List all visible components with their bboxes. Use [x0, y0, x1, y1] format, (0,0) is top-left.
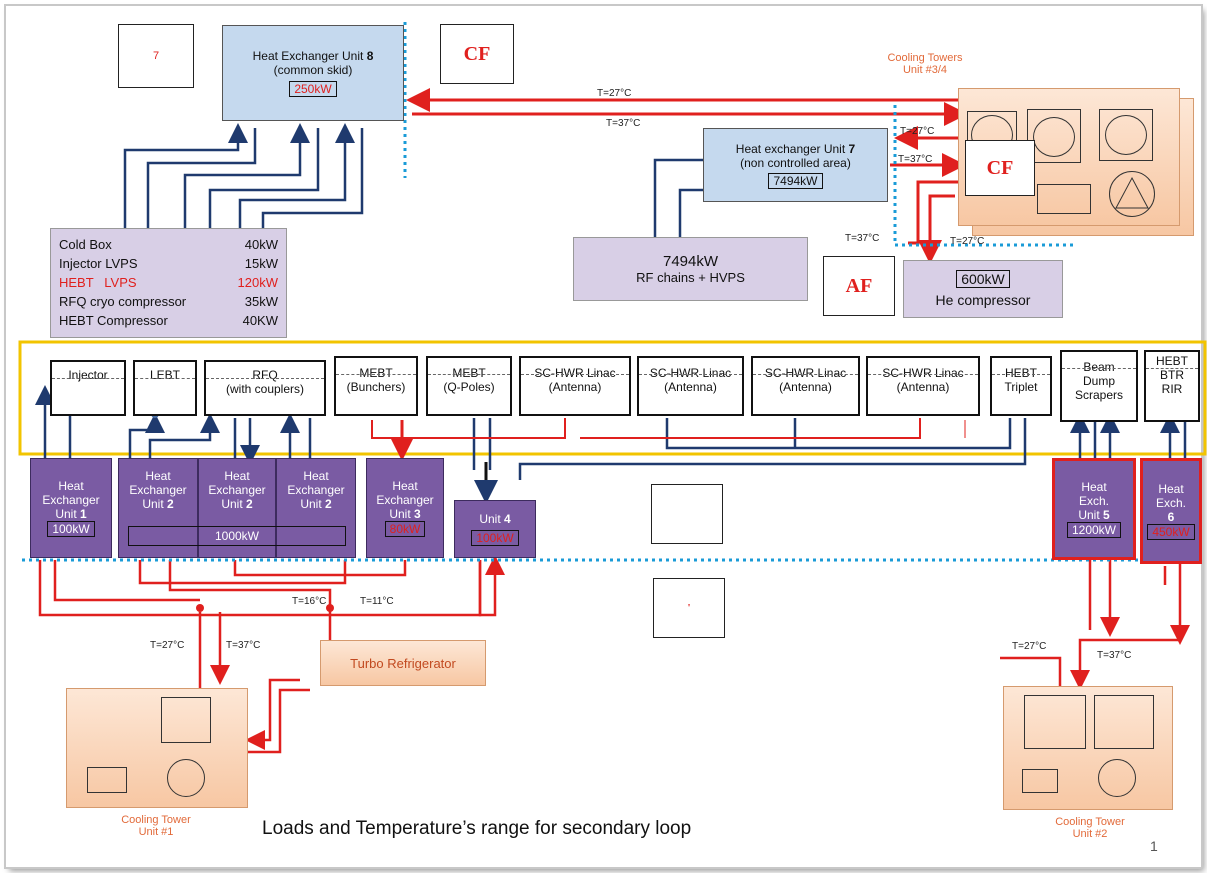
heat-exchanger-unit-7: Heat exchanger Unit 7 (non controlled ar…	[703, 128, 888, 202]
temp-label: T=11°C	[360, 596, 394, 607]
system-sc-hwr-linac: SC-HWR Linac(Antenna)	[637, 356, 744, 416]
tower2-fan-box-2	[1094, 695, 1154, 749]
temp-label: T=27°C	[597, 88, 632, 99]
rf-chains-hvps: 7494kW RF chains + HVPS	[573, 237, 808, 301]
zone-cf-top: CF	[440, 24, 514, 84]
temp-label: T=16°C	[292, 596, 327, 607]
temp-label: T=27°C	[1012, 641, 1047, 652]
tower2-pump-box	[1022, 769, 1058, 793]
zone-cf-right: CF	[965, 140, 1035, 196]
tower-pump-circle	[1109, 171, 1155, 217]
tower2-fan-box	[1024, 695, 1086, 749]
hx8-value: 250kW	[289, 81, 337, 97]
temp-label: T=37°C	[606, 118, 641, 129]
hx7-subtitle: (non controlled area)	[740, 155, 851, 170]
system-mebt-bunchers: MEBT(Bunchers)	[334, 356, 418, 416]
placeholder-box-1	[651, 484, 723, 544]
unit-2-value: 1000kW	[128, 526, 346, 546]
temp-label: T=27°C	[950, 236, 985, 247]
rf-value: 7494kW	[662, 253, 719, 270]
cooling-towers-34-unit: Unit #3/4	[902, 64, 948, 76]
temp-label: T=37°C	[898, 154, 933, 165]
hx7-number: 7	[848, 141, 856, 156]
cooling-tower-2	[1003, 686, 1173, 810]
system-sc-hwr-linac: SC-HWR Linac(Antenna)	[866, 356, 980, 416]
unit-5-value: 1200kW	[1066, 522, 1122, 538]
tower1-pump-box	[87, 767, 127, 793]
tower1-fan-box	[161, 697, 211, 743]
diagram-caption: Loads and Temperature’s range for second…	[262, 818, 692, 839]
heat-exchanger-unit-8: Heat Exchanger Unit 8 (common skid) 250k…	[222, 25, 404, 121]
he-value: 600kW	[956, 270, 1010, 288]
accelerator-band	[18, 340, 1207, 456]
turbo-refrigerator: Turbo Refrigerator	[320, 640, 486, 686]
tower-cell-circle-2	[1105, 115, 1147, 155]
tower-cell-circle	[1033, 117, 1075, 157]
system-injector: Injector	[50, 360, 126, 416]
system-mebt-qpoles: MEBT(Q-Poles)	[426, 356, 512, 416]
rf-label: RF chains + HVPS	[636, 270, 745, 285]
unit-4-value: 100kW	[471, 530, 519, 546]
he-compressor: 600kW He compressor	[903, 260, 1063, 318]
temp-label: T=37°C	[226, 640, 261, 651]
tower2-pump-circle	[1098, 759, 1136, 797]
system-lebt: LEBT	[133, 360, 197, 416]
system-sc-hwr-linac: SC-HWR Linac(Antenna)	[519, 356, 631, 416]
temp-label: T=27°C	[900, 126, 935, 137]
unit-1-value: 100kW	[47, 521, 95, 537]
tower-pump-box	[1037, 184, 1091, 214]
hx8-title: Heat Exchanger Unit	[252, 49, 364, 63]
page-number: 1	[1150, 838, 1158, 854]
hx8-number: 8	[366, 49, 374, 63]
temp-label: T=37°C	[845, 233, 880, 244]
system-sc-hwr-linac: SC-HWR Linac(Antenna)	[751, 356, 860, 416]
tower-cell-square	[1027, 109, 1081, 163]
tower-pump-triangle	[1115, 176, 1149, 209]
tower1-pump-circle	[167, 759, 205, 797]
placeholder-box-2: '	[653, 578, 725, 638]
unit-6-value: 450kW	[1147, 524, 1195, 540]
hx7-value: 7494kW	[768, 172, 823, 189]
zone-label-7: 7	[118, 24, 194, 88]
system-rfq: RFQ(with couplers)	[204, 360, 326, 416]
he-label: He compressor	[935, 292, 1031, 308]
heat-exchanger-unit-4: Unit 4 100kW	[454, 500, 536, 558]
tower-cell-square-2	[1099, 109, 1153, 161]
cooling-towers-34-label: Cooling Towers Unit #3/4	[880, 52, 970, 76]
cooling-towers-34-title: Cooling Towers	[887, 52, 963, 64]
temp-label: T=27°C	[150, 640, 185, 651]
unit-3-value: 80kW	[384, 521, 426, 537]
temp-label: T=37°C	[1097, 650, 1132, 661]
zone-af: AF	[823, 256, 895, 316]
hx8-subtitle: (common skid)	[273, 63, 353, 77]
cooling-tower-1	[66, 688, 248, 808]
hx7-title: Heat exchanger Unit	[735, 141, 846, 156]
